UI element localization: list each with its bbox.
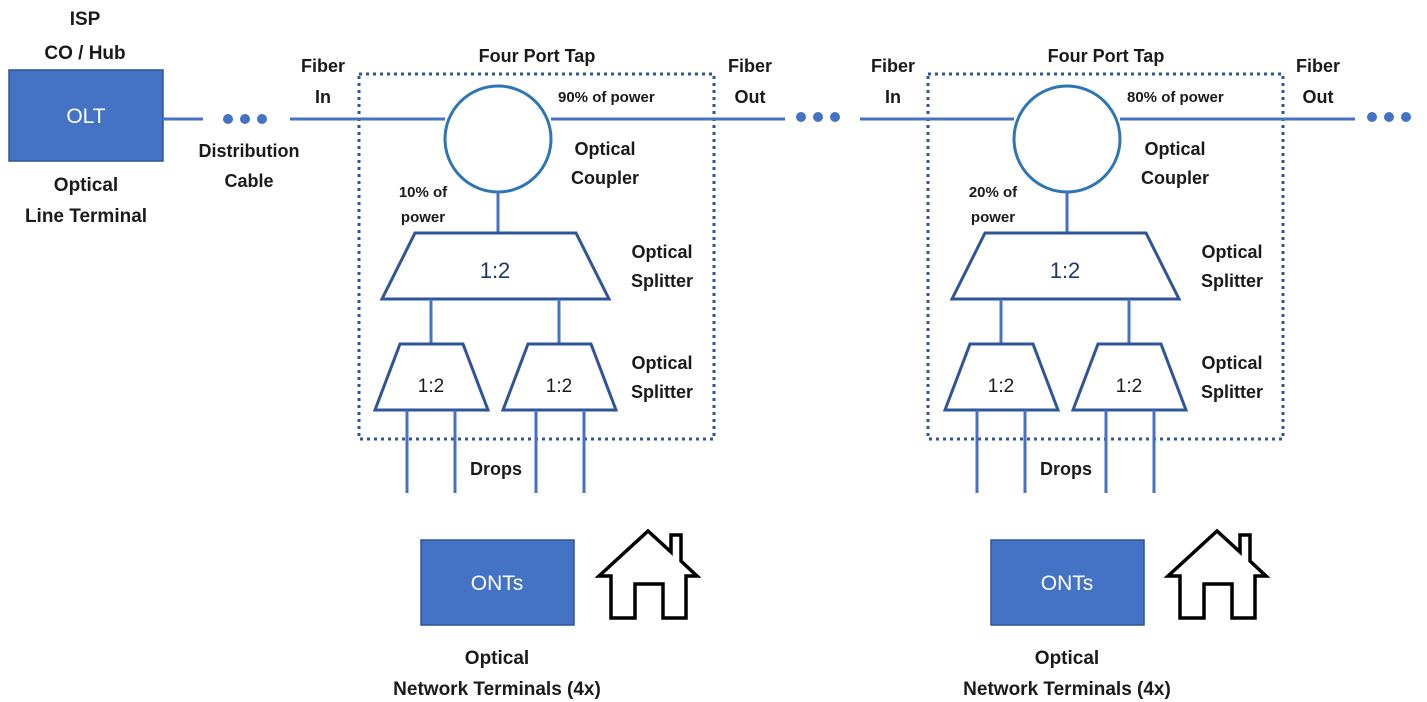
splitter-small-left <box>942 342 1061 412</box>
fiber-out-line2: Out <box>735 87 766 107</box>
ont-caption-line2: Network Terminals (4x) <box>963 679 1171 700</box>
fiber-in-line2: In <box>315 87 331 107</box>
splitter2-label-line2: Splitter <box>1201 382 1263 402</box>
tap-power-line2: power <box>971 209 1015 226</box>
tap-power-line2: power <box>401 209 445 226</box>
house-icon <box>594 528 702 620</box>
splitter-1x2-large <box>949 231 1182 301</box>
ont-box <box>420 539 575 626</box>
splitter-small-left <box>372 342 491 412</box>
tap-power-line1: 20% of <box>969 184 1018 201</box>
tap-title: Four Port Tap <box>1048 46 1165 66</box>
fiber-out-line1: Fiber <box>1296 56 1340 76</box>
olt-box <box>8 69 164 162</box>
ont-caption-line1: Optical <box>1035 648 1099 669</box>
ont-box-label: ONTs <box>1041 572 1094 595</box>
ont-box-label: ONTs <box>471 572 524 595</box>
splitter-small-right-ratio: 1:2 <box>546 376 572 397</box>
ont-caption-line1: Optical <box>465 648 529 669</box>
coupler-label-line2: Coupler <box>1141 168 1209 188</box>
splitter-small-right-ratio: 1:2 <box>1116 376 1142 397</box>
isp-label: ISP <box>70 9 101 30</box>
ellipsis-dots-3 <box>1367 112 1411 122</box>
co-hub-label: CO / Hub <box>44 43 125 64</box>
coupler-label-line1: Optical <box>574 139 635 159</box>
pass-power-label: 80% of power <box>1127 89 1224 106</box>
splitter-label-line2: Splitter <box>631 271 693 291</box>
splitter-label-line2: Splitter <box>1201 271 1263 291</box>
splitter-small-right <box>500 342 619 412</box>
coupler-label-line2: Coupler <box>571 168 639 188</box>
splitter-small-left-ratio: 1:2 <box>988 376 1014 397</box>
fiber-out-line2: Out <box>1303 87 1334 107</box>
pass-power-label: 90% of power <box>558 89 655 106</box>
optical-coupler <box>1012 84 1122 194</box>
drop-lines <box>405 410 586 493</box>
splitter2-label-line2: Splitter <box>631 382 693 402</box>
splitter2-label-line1: Optical <box>1201 353 1262 373</box>
ellipsis-dots-2 <box>796 112 840 122</box>
distribution-cable-line1: Distribution <box>199 141 300 161</box>
olt-caption-line2: Line Terminal <box>25 206 147 227</box>
optical-coupler <box>443 84 553 194</box>
house-icon <box>1163 528 1271 620</box>
splitter-large-ratio: 1:2 <box>480 258 511 283</box>
fiber-in-line1: Fiber <box>301 56 345 76</box>
splitter-label-line1: Optical <box>631 242 692 262</box>
splitter-label-line1: Optical <box>1201 242 1262 262</box>
splitter2-label-line1: Optical <box>631 353 692 373</box>
fiber-out-line1: Fiber <box>728 56 772 76</box>
fiber-in-line1: Fiber <box>871 56 915 76</box>
olt-caption-line1: Optical <box>54 175 118 196</box>
ellipsis-dots-1 <box>223 114 267 124</box>
ont-box <box>990 539 1145 626</box>
ont-caption-line2: Network Terminals (4x) <box>393 679 601 700</box>
fiber-in-line2: In <box>885 87 901 107</box>
olt-box-label: OLT <box>66 105 105 128</box>
splitter-small-right <box>1070 342 1189 412</box>
tap-title: Four Port Tap <box>479 46 596 66</box>
four-port-tap-1: Four Port Tap Fiber In Fiber Out 90% of … <box>290 46 785 700</box>
tap-power-line1: 10% of <box>399 184 448 201</box>
distribution-cable-line2: Cable <box>224 171 273 191</box>
drops-label: Drops <box>1040 459 1092 479</box>
splitter-large-ratio: 1:2 <box>1050 258 1081 283</box>
splitter-small-left-ratio: 1:2 <box>418 376 444 397</box>
four-port-tap-2: Four Port Tap Fiber In Fiber Out 80% of … <box>860 46 1355 700</box>
splitter-1x2-large <box>379 231 612 301</box>
coupler-label-line1: Optical <box>1144 139 1205 159</box>
drop-lines <box>975 410 1156 493</box>
drops-label: Drops <box>470 459 522 479</box>
